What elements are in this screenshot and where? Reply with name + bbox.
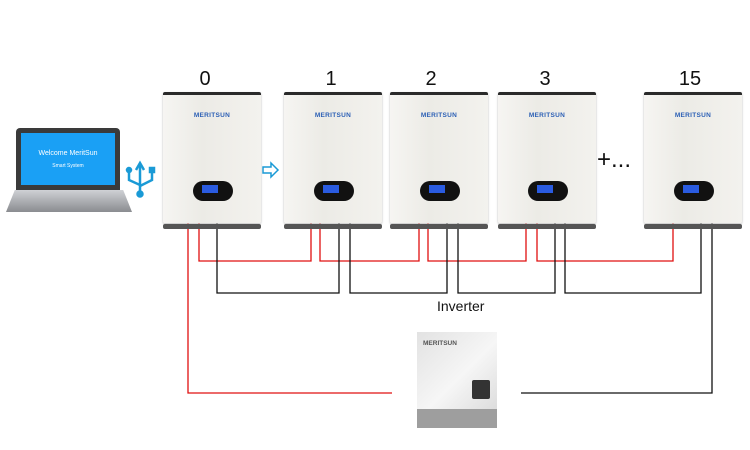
arrow-right-icon <box>262 161 280 179</box>
more-batteries-ellipsis: +... <box>597 146 632 173</box>
battery-1: MERITSUN <box>284 92 382 229</box>
battery-brand: MERITSUN <box>420 112 458 119</box>
battery-label-1: 1 <box>325 68 337 90</box>
positive-wires <box>187 222 674 394</box>
negative-wires <box>216 222 713 394</box>
battery-label-15: 15 <box>678 68 702 90</box>
battery-display <box>314 181 354 201</box>
battery-label-2: 2 <box>425 68 437 90</box>
usb-icon <box>125 160 156 198</box>
battery-3: MERITSUN <box>498 92 596 229</box>
red-wire-1-2 <box>319 222 420 262</box>
black-wire-inverter <box>521 222 713 394</box>
battery-display <box>674 181 714 201</box>
laptop-keyboard <box>6 190 132 212</box>
battery-brand: MERITSUN <box>674 112 712 119</box>
black-wire-1-2 <box>349 222 448 294</box>
laptop: Welcome MeritSun Smart System <box>16 128 120 190</box>
battery-0: MERITSUN <box>163 92 261 229</box>
battery-display <box>420 181 460 201</box>
battery-label-3: 3 <box>539 68 551 90</box>
red-wire-2-3 <box>427 222 527 262</box>
laptop-subtitle: Smart System <box>52 163 84 169</box>
red-wire-inverter <box>187 222 392 394</box>
inverter: MERITSUN <box>417 332 497 428</box>
laptop-welcome: Welcome MeritSun <box>38 150 98 157</box>
laptop-screen: Welcome MeritSun Smart System <box>21 133 115 185</box>
battery-2: MERITSUN <box>390 92 488 229</box>
black-wire-3-15 <box>564 222 702 294</box>
battery-15: MERITSUN <box>644 92 742 229</box>
black-wire-2-3 <box>457 222 556 294</box>
battery-brand: MERITSUN <box>528 112 566 119</box>
inverter-brand: MERITSUN <box>423 340 457 347</box>
red-wire-0-1 <box>198 222 312 262</box>
battery-brand: MERITSUN <box>314 112 352 119</box>
black-wire-0-1 <box>216 222 340 294</box>
red-wire-3-15 <box>536 222 674 262</box>
battery-display <box>193 181 233 201</box>
battery-display <box>528 181 568 201</box>
battery-brand: MERITSUN <box>193 112 231 119</box>
battery-label-0: 0 <box>199 68 211 90</box>
inverter-panel <box>472 380 490 399</box>
inverter-label: Inverter <box>437 298 485 314</box>
